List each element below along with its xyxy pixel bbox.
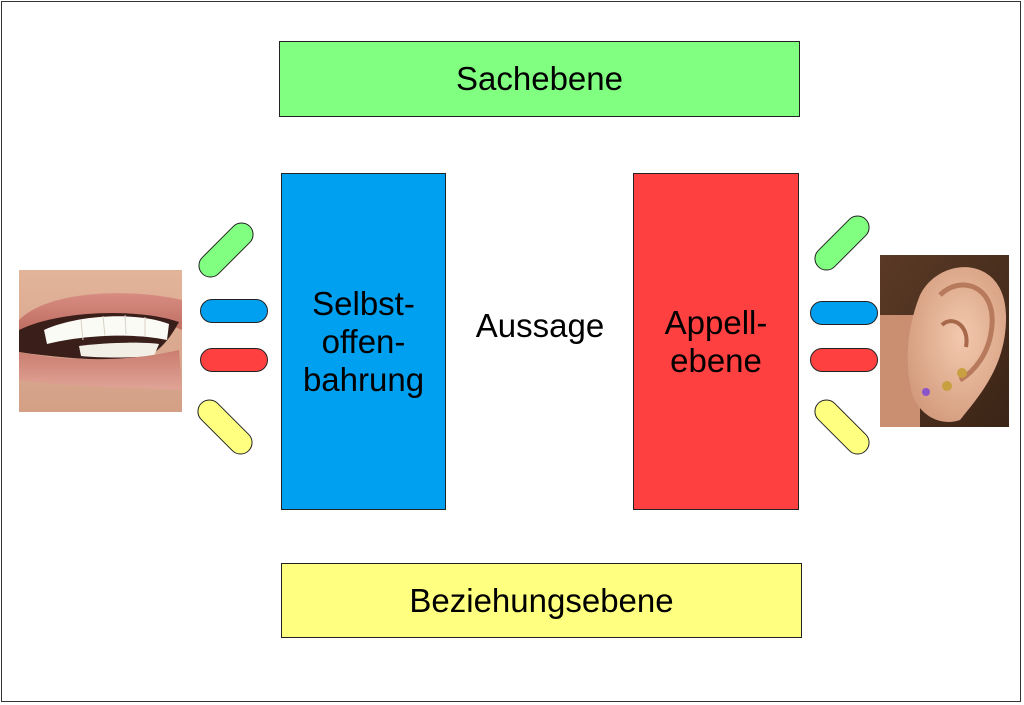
appellebene-label: Appell- ebene xyxy=(664,303,768,379)
mouth-icon xyxy=(19,270,182,412)
ear-photo xyxy=(880,255,1009,427)
pill-green-left xyxy=(193,217,259,283)
beziehungsebene-label: Beziehungsebene xyxy=(409,581,674,619)
pill-yellow-right xyxy=(809,394,875,460)
pill-blue-left xyxy=(200,299,268,323)
ear-icon xyxy=(880,255,1009,427)
selbstoffenbahrung-box: Selbst- offen- bahrung xyxy=(281,173,446,510)
pill-green-right xyxy=(809,210,875,276)
sachebene-box: Sachebene xyxy=(279,41,800,117)
pill-blue-right xyxy=(810,301,878,325)
pill-red-left xyxy=(200,348,268,372)
pill-red-right xyxy=(810,348,878,372)
selbstoffenbahrung-label: Selbst- offen- bahrung xyxy=(302,284,425,398)
beziehungsebene-box: Beziehungsebene xyxy=(281,563,802,638)
appellebene-box: Appell- ebene xyxy=(633,173,799,510)
mouth-photo xyxy=(19,270,182,412)
aussage-label: Aussage xyxy=(475,307,605,344)
pill-yellow-left xyxy=(192,394,258,460)
sachebene-label: Sachebene xyxy=(456,60,623,97)
